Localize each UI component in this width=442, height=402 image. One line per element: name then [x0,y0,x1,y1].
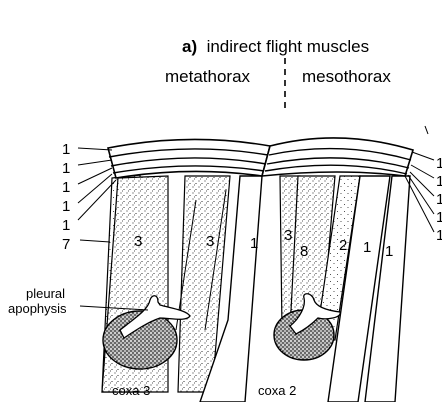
diagram-title: a) indirect flight muscles [182,37,369,56]
muscle-label-r1: 1 [436,155,442,172]
pleural-label-line-2: apophysis [8,301,67,316]
muscle-label-r5: 1 [436,227,442,244]
pleural-label-line-1: pleural [26,286,65,301]
region-label-metathorax: metathorax [165,67,251,86]
muscle-label-3-right: 3 [284,227,292,244]
leader-line-7 [80,240,110,242]
muscle-label-1-right-a: 1 [363,239,371,256]
title-text: indirect flight muscles [207,37,370,56]
dorsal-muscle-block-left [108,139,270,178]
leader-line-r5 [405,176,434,232]
muscle-label-3a: 3 [134,233,142,250]
leader-line-1c [78,168,112,184]
muscle-label-3b: 3 [206,233,214,250]
muscle-label-1-left: 1 [250,235,258,252]
muscle-label-1d: 1 [62,198,70,215]
muscle-label-r2: 1 [436,173,442,190]
leader-line-1b [78,160,112,165]
region-label-mesothorax: mesothorax [302,67,391,86]
muscle-label-r4: 1 [436,209,442,226]
title-letter: a) [182,37,197,56]
muscle-label-1b: 1 [62,160,70,177]
pleural-apophysis-label: pleural apophysis [8,286,69,316]
leader-line-r1 [412,152,434,160]
coxa-2-label: coxa 2 [258,383,296,398]
muscle-label-2: 2 [339,237,347,254]
muscle-label-1c: 1 [62,179,70,196]
coxa-3-label: coxa 3 [112,383,150,398]
muscle-label-r3: 1 [436,191,442,208]
muscle-label-1a: 1 [62,141,70,158]
muscle-label-8: 8 [300,243,308,260]
muscle-label-1-right-b: 1 [385,243,393,260]
tick-mark-right [425,126,428,134]
muscle-label-1e: 1 [62,217,70,234]
muscle-label-7: 7 [62,236,70,253]
leader-line-1d [78,174,112,203]
leader-line-1a [78,148,112,150]
leader-line-r4 [408,175,434,214]
